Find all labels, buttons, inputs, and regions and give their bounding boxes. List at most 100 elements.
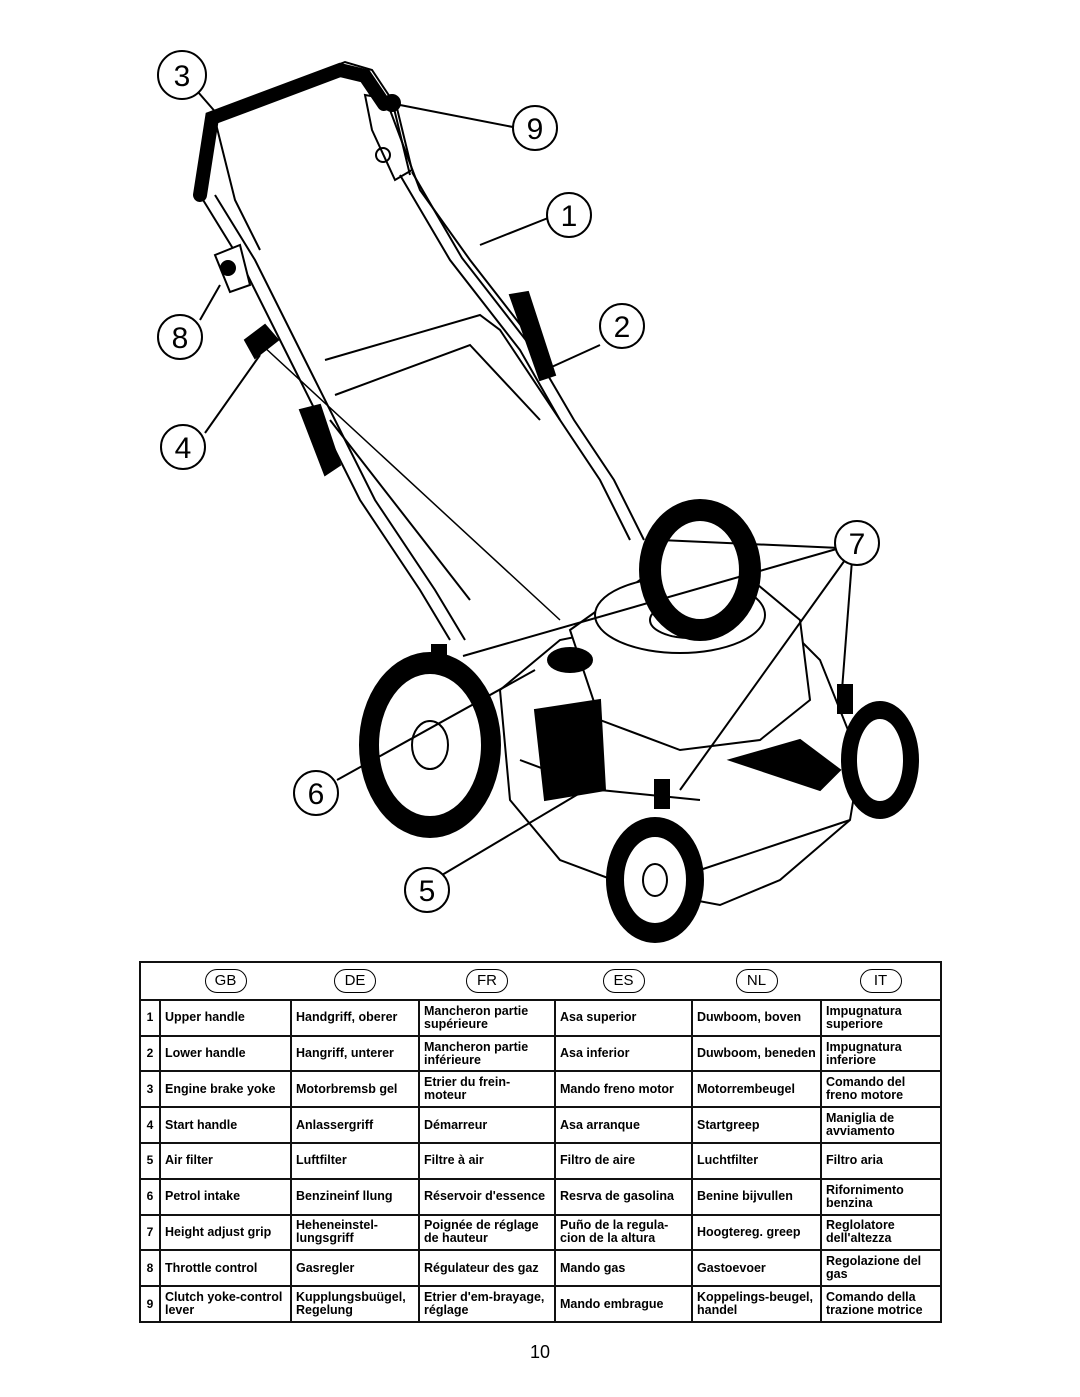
cell-es: Filtro de aire	[554, 1142, 693, 1180]
lang-badge-gb: GB	[204, 968, 247, 993]
cell-de: Handgriff, oberer	[290, 998, 420, 1037]
cell-gb: Air filter	[159, 1142, 292, 1180]
cell-gb: Clutch yoke-control lever	[159, 1285, 292, 1323]
cell-it: Filtro aria	[820, 1142, 942, 1180]
cell-de: Gasregler	[290, 1249, 420, 1288]
cell-fr: Poignée de réglage de hauteur	[418, 1213, 556, 1252]
cell-es: Puño de la regula-cion de la altura	[554, 1213, 693, 1252]
cell-fr: Mancheron partie supérieure	[418, 998, 556, 1037]
callout-leader-lines	[197, 91, 853, 876]
callout-5: 5	[404, 867, 450, 913]
cell-de: Anlassergriff	[290, 1106, 420, 1145]
cell-de: Motorbremsb gel	[290, 1070, 420, 1109]
lang-badge-nl: NL	[735, 968, 778, 993]
lower-handle-drawing	[199, 171, 645, 641]
cell-de: Benzineinf llung	[290, 1177, 420, 1216]
cell-it: Impugnatura superiore	[820, 998, 942, 1037]
cell-fr: Démarreur	[418, 1106, 556, 1145]
cell-it: Impugnatura inferiore	[820, 1034, 942, 1073]
lawn-mower-illustration: 3 9 1 8 2 4 7 6 5	[157, 50, 919, 943]
lang-header-es: ES	[555, 961, 692, 1001]
cell-de: Kupplungsbuügel, Regelung	[290, 1285, 420, 1323]
lang-header-nl: NL	[692, 961, 821, 1001]
cell-it: Comando della trazione motrice	[820, 1285, 942, 1323]
callout-1: 1	[546, 192, 592, 238]
cell-fr: Filtre à air	[418, 1142, 556, 1180]
svg-text:4: 4	[175, 432, 192, 465]
row-number: 6	[139, 1177, 161, 1216]
cell-gb: Engine brake yoke	[159, 1070, 292, 1109]
cell-fr: Etrier d'em-brayage, réglage	[418, 1285, 556, 1323]
language-header-row: GB DE FR ES NL IT	[139, 961, 942, 1001]
cell-nl: Startgreep	[691, 1106, 822, 1145]
callout-7: 7	[834, 520, 880, 566]
cell-it: Maniglia de avviamento	[820, 1106, 942, 1145]
cell-es: Mando freno motor	[554, 1070, 693, 1109]
svg-text:5: 5	[419, 875, 436, 908]
cell-it: Comando del freno motore	[820, 1070, 942, 1109]
callout-2: 2	[599, 303, 645, 349]
cell-it: Reglolatore dell'altezza	[820, 1213, 942, 1252]
start-handle-drawing	[243, 323, 561, 621]
throttle-control-drawing	[213, 243, 252, 294]
callout-4: 4	[160, 424, 206, 470]
callout-8: 8	[157, 314, 203, 360]
cell-nl: Hoogtereg. greep	[691, 1213, 822, 1252]
cell-it: Regolazione del gas	[820, 1249, 942, 1288]
row-number: 1	[139, 998, 161, 1037]
cell-de: Heheneinstel-lungsgriff	[290, 1213, 420, 1252]
height-adjust-grips-drawing	[431, 644, 853, 809]
cell-gb: Throttle control	[159, 1249, 292, 1288]
cell-gb: Upper handle	[159, 998, 292, 1037]
svg-text:6: 6	[308, 778, 325, 811]
svg-text:8: 8	[172, 322, 189, 355]
cell-nl: Koppelings-beugel, handel	[691, 1285, 822, 1323]
cell-nl: Duwboom, boven	[691, 998, 822, 1037]
cell-nl: Luchtfilter	[691, 1142, 822, 1180]
cell-de: Hangriff, unterer	[290, 1034, 420, 1073]
lang-badge-it: IT	[859, 968, 902, 993]
cell-es: Asa arranque	[554, 1106, 693, 1145]
levers-drawing	[298, 290, 557, 477]
lang-badge-es: ES	[602, 968, 645, 993]
cell-gb: Height adjust grip	[159, 1213, 292, 1252]
row-number: 7	[139, 1213, 161, 1252]
svg-text:3: 3	[174, 60, 191, 93]
header-blank-cell	[139, 961, 160, 1001]
callout-6: 6	[293, 770, 339, 816]
engine-brake-yoke-drawing	[363, 93, 414, 182]
lang-header-de: DE	[291, 961, 419, 1001]
cell-gb: Lower handle	[159, 1034, 292, 1073]
row-number: 8	[139, 1249, 161, 1288]
upper-handle-drawing	[193, 60, 541, 351]
row-number: 4	[139, 1106, 161, 1145]
callout-3: 3	[157, 50, 207, 100]
lang-badge-de: DE	[334, 968, 376, 993]
cell-fr: Etrier du frein-moteur	[418, 1070, 556, 1109]
lang-header-gb: GB	[160, 961, 291, 1001]
cell-nl: Benine bijvullen	[691, 1177, 822, 1216]
svg-text:2: 2	[614, 311, 631, 344]
lang-badge-fr: FR	[466, 968, 508, 993]
cell-nl: Duwboom, beneden	[691, 1034, 822, 1073]
cell-it: Rifornimento benzina	[820, 1177, 942, 1216]
cell-gb: Petrol intake	[159, 1177, 292, 1216]
row-number: 2	[139, 1034, 161, 1073]
row-number: 5	[139, 1142, 161, 1180]
svg-text:7: 7	[849, 528, 866, 561]
lang-header-fr: FR	[419, 961, 555, 1001]
cell-de: Luftfilter	[290, 1142, 420, 1180]
cell-nl: Motorrembeugel	[691, 1070, 822, 1109]
row-number: 3	[139, 1070, 161, 1109]
svg-text:9: 9	[527, 113, 544, 146]
row-number: 9	[139, 1285, 161, 1323]
